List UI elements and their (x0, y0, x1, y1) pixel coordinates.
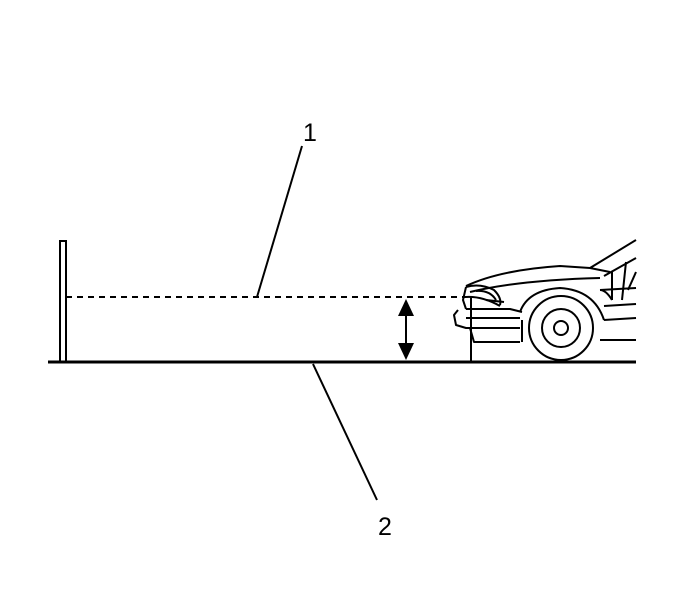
aiming-screen-post (59, 240, 67, 363)
leader-line-1 (256, 145, 303, 298)
height-arrow (398, 299, 414, 360)
callout-1: 1 (303, 119, 317, 147)
callout-2: 2 (378, 513, 392, 541)
leader-line-2 (312, 363, 378, 501)
vehicle-front (453, 239, 637, 362)
